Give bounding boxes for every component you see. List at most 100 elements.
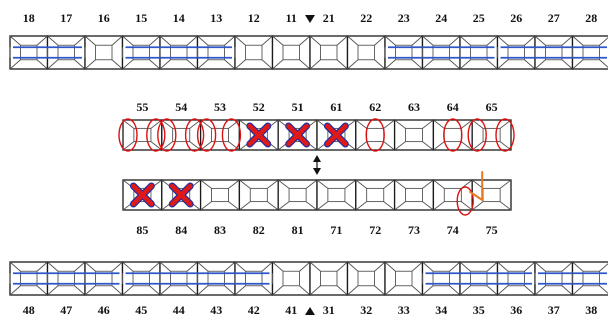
lower-primary-label-75: 75	[486, 223, 498, 237]
lower-permanent-tooth-36	[496, 261, 536, 296]
upper-permanent-label-16: 16	[98, 11, 110, 25]
lower-permanent-tooth-45	[121, 261, 161, 296]
upper-permanent-label-26: 26	[510, 11, 522, 25]
lower-primary-row	[122, 179, 512, 211]
lower-permanent-tooth-43	[196, 261, 236, 296]
lower-permanent-tooth-31	[309, 261, 349, 296]
lower-primary-label-71: 71	[330, 223, 342, 237]
circle-mark-icon	[365, 118, 385, 152]
upper-primary-tooth-65	[471, 119, 512, 151]
lower-permanent-tooth-37	[534, 261, 574, 296]
lower-permanent-label-47: 47	[60, 303, 72, 317]
upper-permanent-row	[9, 35, 608, 70]
lower-primary-tooth-75	[471, 179, 512, 211]
upper-permanent-tooth-16	[84, 35, 124, 70]
upper-permanent-label-14: 14	[173, 11, 185, 25]
lower-permanent-label-41: 41	[285, 303, 297, 317]
lower-permanent-label-48: 48	[23, 303, 35, 317]
upper-primary-tooth-63	[393, 119, 435, 151]
down-arrow-icon	[469, 171, 484, 201]
upper-permanent-label-15: 15	[135, 11, 147, 25]
upper-permanent-tooth-17	[46, 35, 86, 70]
upper-permanent-label-17: 17	[60, 11, 72, 25]
lower-primary-tooth-82	[238, 179, 279, 211]
lower-permanent-tooth-33	[384, 261, 424, 296]
cross-mark-icon	[323, 122, 349, 148]
double-arrow-icon	[313, 155, 321, 175]
lower-permanent-label-46: 46	[98, 303, 110, 317]
upper-permanent-label-18: 18	[23, 11, 35, 25]
upper-primary-tooth-55	[122, 119, 163, 151]
lower-primary-tooth-84	[161, 179, 202, 211]
lower-permanent-label-43: 43	[210, 303, 222, 317]
lower-primary-tooth-72	[355, 179, 396, 211]
lower-permanent-label-32: 32	[360, 303, 372, 317]
lower-primary-label-72: 72	[369, 223, 381, 237]
upper-permanent-tooth-13	[196, 35, 236, 70]
upper-permanent-label-21: 21	[323, 11, 335, 25]
upper-permanent-label-11: 11	[286, 11, 297, 25]
lower-permanent-tooth-48	[9, 261, 49, 296]
lower-permanent-tooth-34	[421, 261, 461, 296]
upper-permanent-tooth-12	[234, 35, 274, 70]
upper-permanent-label-23: 23	[398, 11, 410, 25]
midline-down-triangle-icon	[305, 15, 315, 23]
lower-permanent-label-42: 42	[248, 303, 260, 317]
lower-permanent-tooth-44	[159, 261, 199, 296]
upper-permanent-tooth-21	[309, 35, 349, 70]
upper-permanent-label-13: 13	[210, 11, 222, 25]
upper-permanent-label-24: 24	[435, 11, 447, 25]
lower-primary-tooth-73	[393, 179, 435, 211]
upper-permanent-tooth-14	[159, 35, 199, 70]
upper-primary-label-54: 54	[175, 100, 187, 114]
lower-permanent-label-34: 34	[435, 303, 447, 317]
lower-primary-label-74: 74	[447, 223, 459, 237]
circle-mark-icon	[118, 118, 138, 152]
lower-permanent-tooth-42	[234, 261, 274, 296]
lower-permanent-tooth-32	[346, 261, 386, 296]
upper-primary-tooth-64	[432, 119, 473, 151]
lower-permanent-label-31: 31	[323, 303, 335, 317]
cross-mark-icon	[129, 182, 155, 208]
cross-mark-icon	[246, 122, 272, 148]
lower-primary-label-84: 84	[175, 223, 187, 237]
circle-mark-icon	[196, 118, 217, 152]
upper-primary-tooth-51	[277, 119, 318, 151]
upper-primary-label-51: 51	[292, 100, 304, 114]
upper-permanent-tooth-23	[384, 35, 424, 70]
upper-primary-label-61: 61	[330, 100, 342, 114]
lower-permanent-label-38: 38	[585, 303, 597, 317]
lower-permanent-label-45: 45	[135, 303, 147, 317]
upper-permanent-label-28: 28	[585, 11, 597, 25]
upper-permanent-tooth-25	[459, 35, 499, 70]
upper-permanent-tooth-22	[346, 35, 386, 70]
lower-primary-tooth-83	[199, 179, 241, 211]
lower-permanent-label-37: 37	[548, 303, 560, 317]
upper-permanent-label-25: 25	[473, 11, 485, 25]
circle-mark-icon	[157, 118, 177, 152]
midline-up-triangle-icon	[305, 307, 315, 315]
circle-mark-icon	[495, 118, 515, 152]
upper-permanent-tooth-28	[571, 35, 608, 70]
lower-permanent-tooth-35	[459, 261, 499, 296]
upper-primary-label-64: 64	[447, 100, 459, 114]
upper-permanent-tooth-11	[271, 35, 311, 70]
lower-permanent-label-44: 44	[173, 303, 185, 317]
upper-primary-tooth-54	[161, 119, 202, 151]
lower-permanent-row	[9, 261, 608, 296]
lower-permanent-tooth-46	[84, 261, 124, 296]
lower-permanent-tooth-41	[271, 261, 311, 296]
circle-mark-icon	[443, 118, 463, 152]
lower-primary-tooth-81	[277, 179, 318, 211]
circle-mark-icon	[221, 118, 242, 152]
upper-primary-label-63: 63	[408, 100, 420, 114]
annotation-marks	[118, 15, 515, 315]
cross-mark-icon	[285, 122, 311, 148]
circle-mark-icon	[467, 118, 487, 152]
lower-primary-label-81: 81	[292, 223, 304, 237]
